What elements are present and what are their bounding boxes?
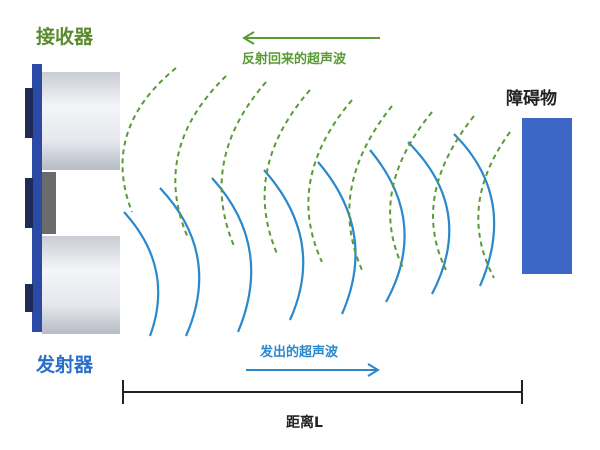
- reflected-wave-arc: [307, 99, 353, 263]
- receiver-label: 接收器: [36, 26, 94, 48]
- emitted-wave-arc: [317, 161, 357, 315]
- reflected-wave-arc: [220, 81, 267, 247]
- emitted-direction-arrow: [246, 363, 380, 377]
- obstacle-block: [522, 118, 572, 274]
- sensor-module: [25, 64, 120, 334]
- emitted-waves: [123, 133, 496, 337]
- obstacle-label: 障碍物: [506, 89, 557, 109]
- receiver-cylinder: [42, 72, 120, 170]
- reflected-direction-arrow: [242, 31, 380, 45]
- sensor-pin-bottom: [25, 284, 33, 312]
- reflected-wave-arc: [174, 75, 227, 239]
- reflected-wave-arc: [432, 115, 475, 271]
- reflected-wave-arc: [263, 89, 311, 257]
- sensor-crystal: [42, 172, 56, 234]
- reflected-wave-arc: [477, 131, 511, 279]
- emitter-label: 发射器: [36, 354, 94, 376]
- reflected-wave-arc: [121, 67, 177, 213]
- emitted-wave-arc: [407, 141, 451, 295]
- emitted-wave-arc: [453, 133, 496, 287]
- sensor-panel: [32, 64, 42, 332]
- reflected-waves: [121, 67, 511, 279]
- emitted-wave-arc: [159, 187, 201, 337]
- sensor-pin-top: [25, 88, 33, 138]
- emitted-wave-label: 发出的超声波: [260, 345, 339, 360]
- distance-label: 距离L: [286, 415, 323, 431]
- distance-dimension-line: [122, 380, 523, 404]
- sensor-pin-middle: [25, 178, 33, 228]
- emitter-cylinder: [42, 236, 120, 334]
- emitted-wave-arc: [263, 169, 305, 321]
- reflected-wave-label: 反射回来的超声波: [242, 52, 347, 67]
- emitted-wave-arc: [211, 177, 253, 333]
- emitted-wave-arc: [123, 211, 160, 337]
- emitted-wave-arc: [369, 149, 406, 303]
- reflected-wave-arc: [348, 105, 393, 271]
